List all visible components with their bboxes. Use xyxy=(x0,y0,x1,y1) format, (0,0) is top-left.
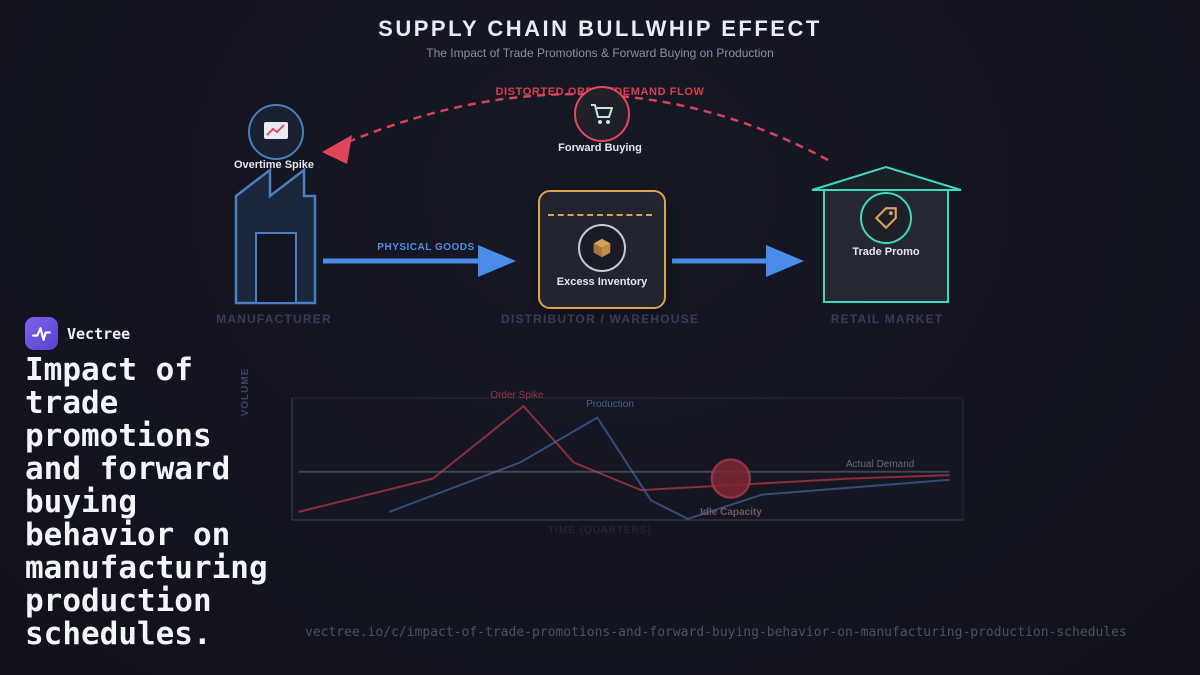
chart-label-idle-capacity: Idle Capacity xyxy=(700,507,762,518)
goods-arrow-1-head xyxy=(478,245,516,277)
shopping-cart-icon xyxy=(591,104,613,124)
line-chart-icon xyxy=(264,122,288,139)
brand-name: Vectree xyxy=(67,325,131,343)
pulse-waveform-icon xyxy=(32,327,51,341)
canonical-url-link[interactable]: vectree.io/c/impact-of-trade-promotions-… xyxy=(305,625,1127,640)
section-label-retail: RETAIL MARKET xyxy=(830,312,944,326)
chart-series-lines xyxy=(298,404,950,520)
inventory-dashed-line xyxy=(548,214,652,216)
page-title: SUPPLY CHAIN BULLWHIP EFFECT xyxy=(378,16,822,41)
package-box-icon xyxy=(593,238,611,258)
section-label-manufacturer: MANUFACTURER xyxy=(216,312,332,326)
chart-line-order-spike xyxy=(298,404,950,513)
store-roof xyxy=(811,165,962,191)
vectree-logo xyxy=(25,317,58,350)
physical-goods-label: PHYSICAL GOODS xyxy=(377,242,475,253)
chart-line-production xyxy=(388,416,950,520)
overtime-spike-label: Overtime Spike xyxy=(233,159,315,171)
forward-buying-node xyxy=(574,86,630,142)
goods-arrow-2-head xyxy=(766,245,804,277)
chart-plot-area xyxy=(291,397,964,521)
chart-x-axis-label: TIME (QUARTERS) xyxy=(548,525,652,536)
store-body xyxy=(823,189,949,303)
distorted-flow-arrowhead xyxy=(322,135,352,164)
distributor-box: Excess Inventory xyxy=(538,190,666,309)
price-tag-icon xyxy=(875,207,897,229)
forward-buying-label: Forward Buying xyxy=(558,142,642,154)
excess-inventory-label: Excess Inventory xyxy=(556,276,648,288)
factory-door xyxy=(255,232,297,304)
overtime-spike-node xyxy=(248,104,304,160)
page-subtitle: The Impact of Trade Promotions & Forward… xyxy=(426,46,774,60)
headline-text: Impact of trade promotions and forward b… xyxy=(25,352,268,652)
chart-label-order-spike: Order Spike xyxy=(490,390,544,401)
chart-label-actual-demand: Actual Demand xyxy=(846,459,915,470)
idle-capacity-marker xyxy=(710,458,752,499)
trade-promo-node xyxy=(860,192,912,244)
excess-inventory-node xyxy=(578,224,626,272)
chart-label-production: Production xyxy=(586,399,634,410)
section-label-distributor: DISTRIBUTOR / WAREHOUSE xyxy=(500,312,700,326)
trade-promo-label: Trade Promo xyxy=(852,246,920,258)
